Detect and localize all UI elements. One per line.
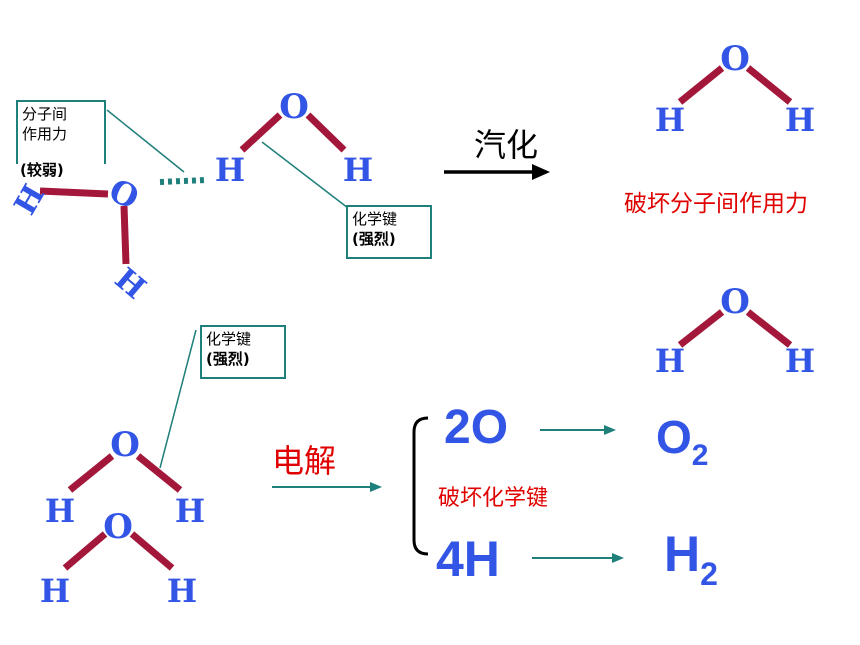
label-line: (强烈) xyxy=(206,350,250,368)
bond-left xyxy=(62,531,108,571)
hydrogen-atom: H xyxy=(655,342,685,380)
water-molecule-bottom-left-lower: O H H xyxy=(40,507,197,610)
hydrogen-atom: H xyxy=(40,572,70,610)
h2-base: H xyxy=(664,526,701,582)
oxygen-atom: O xyxy=(720,282,750,322)
leader-line xyxy=(106,109,185,173)
tilted-water-molecule: H O H xyxy=(8,171,152,307)
vaporize-result-text: 破坏分子间作用力 xyxy=(624,191,808,217)
label-line: 分子间 xyxy=(22,105,68,123)
bond-left xyxy=(67,453,115,493)
label-line: (较弱) xyxy=(20,161,64,179)
hydrogen-atom: H xyxy=(655,101,685,139)
hydrogen-bond-dots xyxy=(159,177,207,185)
hydrogen-atom: H xyxy=(175,492,205,530)
water-molecule-top-right: O H H xyxy=(655,39,815,139)
label-line: 化学键 xyxy=(206,330,252,348)
water-molecule-top-center: O H H xyxy=(215,87,373,189)
water-molecule-middle-right: O H H xyxy=(655,282,815,380)
oxygen-atoms-text: 2O xyxy=(444,401,509,454)
hydrogen-arrow xyxy=(532,553,624,563)
hydrogen-atom: H xyxy=(167,572,197,610)
bond-right xyxy=(129,531,175,571)
leader-line xyxy=(261,141,349,209)
label-line: (强烈) xyxy=(352,230,396,248)
hydrogen-atom: H xyxy=(785,101,815,139)
vaporize-label: 汽化 xyxy=(474,126,539,164)
electrolysis-result-text: 破坏化学键 xyxy=(438,486,549,511)
hydrogen-atom: H xyxy=(785,342,815,380)
h2-molecule-text: H2 xyxy=(664,525,718,592)
o2-base: O xyxy=(656,411,692,463)
intermolecular-force-note: (较弱) xyxy=(16,160,106,184)
h2-subscript: 2 xyxy=(700,556,718,592)
hydrogen-atom: H xyxy=(45,492,75,530)
label-line: 作用力 xyxy=(22,125,68,143)
oxygen-atom: O xyxy=(720,39,750,79)
electrolysis-arrow xyxy=(272,482,382,492)
o2-subscript: 2 xyxy=(691,439,709,472)
chemical-bond-label-bottom: 化学键 (强烈) xyxy=(200,325,286,379)
oxygen-atom: O xyxy=(103,507,133,547)
water-molecule-bottom-left-upper: O H H xyxy=(45,425,205,530)
hydrogen-atom: H xyxy=(108,261,152,306)
hydrogen-atom: H xyxy=(215,151,245,189)
split-bracket xyxy=(412,416,429,556)
bond-left xyxy=(677,309,725,348)
oxygen-atom: O xyxy=(279,87,309,127)
bond-right xyxy=(745,65,793,105)
bond-tilted-left xyxy=(39,187,109,198)
intermolecular-force-label: 分子间 作用力 xyxy=(16,100,106,164)
bond-left xyxy=(239,112,283,153)
bond-right xyxy=(305,112,347,153)
oxygen-atom: O xyxy=(110,425,140,465)
vaporize-arrow xyxy=(444,164,550,180)
bond-tilted-down xyxy=(120,205,130,265)
o2-molecule-text: O2 xyxy=(656,410,709,472)
hydrogen-atom: H xyxy=(343,151,373,189)
electrolysis-label: 电解 xyxy=(272,442,337,480)
hydrogen-atoms-text: 4H xyxy=(436,531,500,587)
hydrogen-atom: H xyxy=(8,179,52,221)
bond-left xyxy=(677,65,725,105)
label-line: 化学键 xyxy=(352,210,398,228)
oxygen-arrow xyxy=(540,425,616,435)
bond-right xyxy=(745,309,793,348)
oxygen-atom: O xyxy=(103,171,144,217)
bond-right xyxy=(135,453,183,493)
leader-line xyxy=(159,329,197,469)
chemical-bond-label-top: 化学键 (强烈) xyxy=(346,205,432,259)
